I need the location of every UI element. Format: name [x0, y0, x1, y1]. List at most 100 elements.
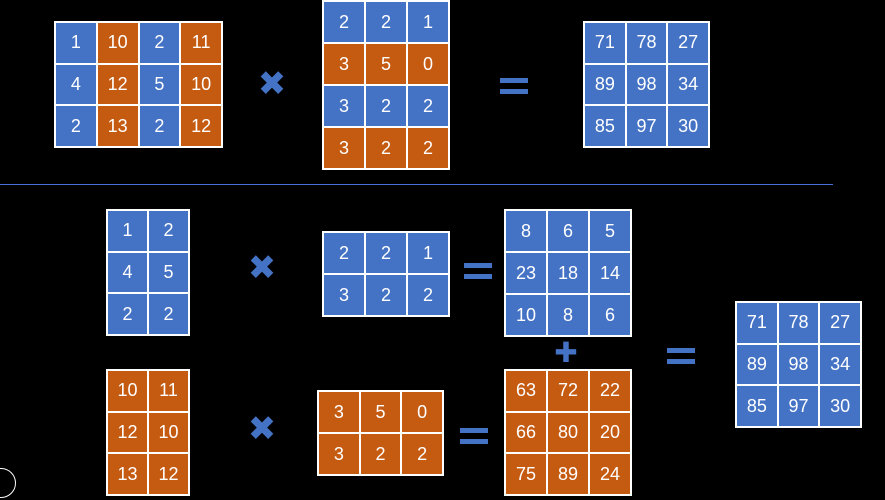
- matrix-cell: 30: [667, 105, 709, 147]
- matrix-cell: 11: [148, 370, 189, 412]
- matrix-cell: 30: [819, 385, 861, 427]
- matrix-cell: 1: [107, 210, 148, 252]
- matrix-cell: 2: [148, 210, 189, 252]
- matrix-cell: 2: [55, 105, 97, 147]
- matrix-cell: 10: [107, 370, 148, 412]
- matrix-cell: 4: [107, 251, 148, 294]
- times-icon: ✖: [257, 65, 287, 103]
- matrix-cell: 1: [407, 1, 449, 43]
- matrix-cell: 66: [505, 411, 547, 454]
- matrix-cell: 97: [625, 105, 668, 147]
- matrix-cell: 34: [667, 63, 709, 106]
- matrix-cell: 2: [401, 433, 443, 475]
- matrix-cell: 11: [180, 22, 222, 64]
- matrix-cell: 5: [365, 43, 407, 85]
- matrix-cell: 2: [407, 127, 449, 169]
- equals-icon: [500, 78, 528, 94]
- matrix-cell: 2: [365, 127, 407, 169]
- matrix-cell: 89: [736, 343, 778, 386]
- matrix-cell: 8: [505, 210, 547, 252]
- matrix-cell: 10: [96, 22, 139, 64]
- matrix-cell: 78: [625, 22, 668, 64]
- equals-icon: [464, 263, 492, 279]
- matrix-cell: 2: [365, 1, 407, 43]
- matrix-cell: 27: [819, 302, 861, 344]
- matrix-cell: 13: [96, 105, 139, 147]
- matrix-cell: 10: [148, 411, 189, 454]
- times-icon: ✖: [247, 410, 277, 448]
- matrix-cell: 2: [148, 293, 189, 335]
- matrix-cell: 5: [138, 63, 181, 106]
- matrix-cell: 2: [365, 274, 407, 316]
- matrix-cell: 3: [323, 127, 365, 169]
- matrix-cell: 98: [625, 63, 668, 106]
- plus-icon: ✚: [554, 336, 578, 368]
- equals-icon: [667, 348, 695, 364]
- matrix-cell: 10: [180, 63, 222, 106]
- matrix-cell: 80: [547, 411, 589, 454]
- matrix-cell: 97: [777, 385, 820, 427]
- matrix-cell: 85: [736, 385, 778, 427]
- matrix-cell: 8: [547, 294, 589, 336]
- matrix-cell: 13: [107, 453, 148, 495]
- times-icon: ✖: [247, 249, 277, 287]
- matrix-cell: 6: [547, 210, 589, 252]
- matrix-cell: 34: [819, 343, 861, 386]
- matrix-cell: 1: [407, 232, 449, 274]
- matrix-cell: 12: [96, 63, 139, 106]
- corner-circle-icon: [0, 468, 16, 498]
- matrix-cell: 2: [323, 1, 365, 43]
- matrix-cell: 24: [589, 453, 631, 495]
- matrix-cell: 12: [148, 453, 189, 495]
- matrix-cell: 71: [736, 302, 778, 344]
- matrix-cell: 2: [407, 274, 449, 316]
- matrix-cell: 3: [323, 274, 365, 316]
- matrix-cell: 2: [138, 22, 181, 64]
- section-divider: [0, 184, 833, 185]
- matrix-cell: 2: [365, 85, 407, 127]
- matrix-cell: 72: [547, 370, 589, 412]
- matrix-cell: 3: [318, 433, 360, 475]
- matrix-cell: 5: [148, 251, 189, 294]
- matrix-cell: 89: [584, 63, 626, 106]
- matrix-cell: 4: [55, 63, 97, 106]
- matrix-cell: 14: [589, 252, 631, 294]
- matrix-cell: 98: [777, 343, 820, 386]
- matrix-cell: 3: [323, 85, 365, 127]
- matrix-cell: 3: [323, 43, 365, 85]
- matrix-cell: 0: [401, 391, 443, 433]
- matrix-cell: 18: [547, 252, 589, 294]
- matrix-cell: 2: [365, 232, 407, 274]
- matrix-cell: 22: [589, 370, 631, 412]
- matrix-cell: 12: [107, 411, 148, 454]
- matrix-cell: 2: [359, 433, 402, 475]
- matrix-cell: 10: [505, 294, 547, 336]
- matrix-cell: 5: [589, 210, 631, 252]
- matrix-cell: 85: [584, 105, 626, 147]
- matrix-cell: 89: [547, 453, 589, 495]
- matrix-cell: 6: [589, 294, 631, 336]
- matrix-cell: 3: [318, 391, 360, 433]
- matrix-cell: 75: [505, 453, 547, 495]
- matrix-cell: 63: [505, 370, 547, 412]
- matrix-cell: 71: [584, 22, 626, 64]
- matrix-cell: 12: [180, 105, 222, 147]
- matrix-cell: 78: [777, 302, 820, 344]
- matrix-cell: 0: [407, 43, 449, 85]
- matrix-cell: 2: [323, 232, 365, 274]
- matrix-cell: 27: [667, 22, 709, 64]
- matrix-cell: 23: [505, 252, 547, 294]
- matrix-cell: 2: [107, 293, 148, 335]
- matrix-cell: 1: [55, 22, 97, 64]
- matrix-cell: 2: [407, 85, 449, 127]
